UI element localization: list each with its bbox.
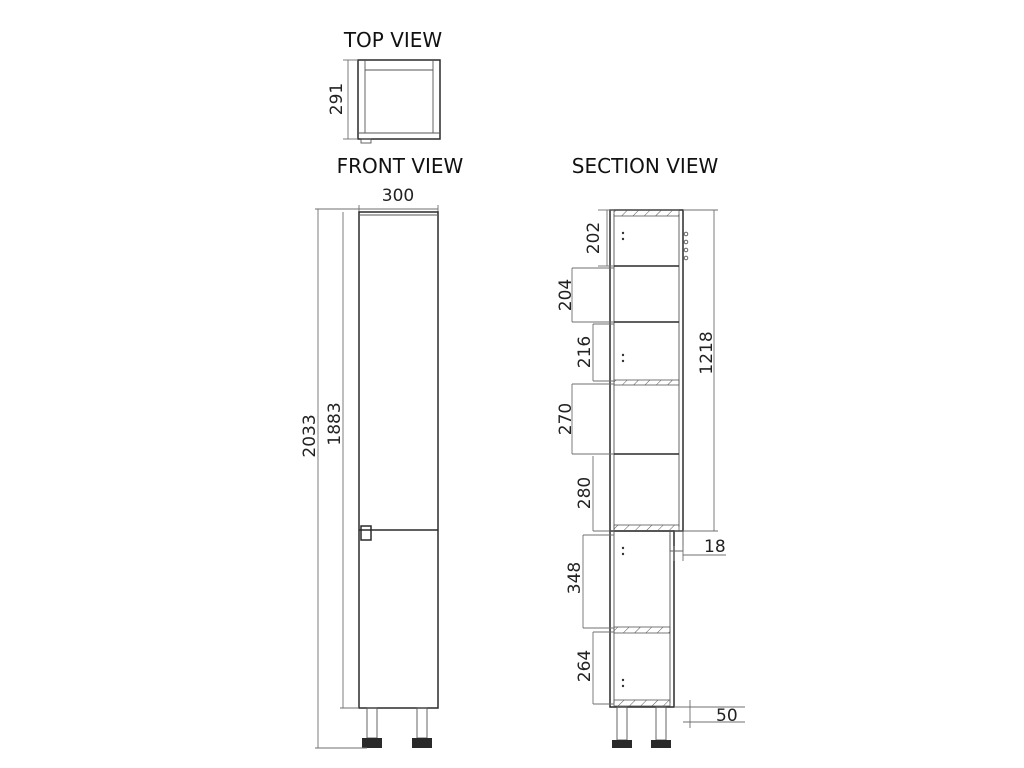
- hinge-hole-markers: [621, 231, 689, 688]
- upper-height-dimension: 1218: [683, 209, 718, 532]
- top-depth-dimension: 291: [327, 59, 358, 140]
- compartment-3-label: 216: [575, 336, 595, 368]
- upper-height-label: 1218: [697, 331, 717, 374]
- cabinet-front: [358, 211, 439, 709]
- front-body-height-label: 1883: [325, 402, 345, 445]
- front-width-label: 300: [382, 186, 414, 206]
- compartment-4-label: 270: [556, 403, 576, 435]
- top-depth-label: 291: [327, 83, 347, 115]
- compartment-5-label: 280: [575, 477, 595, 509]
- door-handle: [360, 525, 372, 541]
- plinth-label: 50: [716, 706, 738, 726]
- top-view-outline: [357, 59, 441, 144]
- section-legs: [612, 706, 671, 748]
- compartment-1-label: 202: [584, 222, 604, 254]
- compartment-6-label: 348: [565, 562, 585, 594]
- top-view-title: TOP VIEW: [343, 28, 443, 52]
- section-view-title: SECTION VIEW: [572, 154, 719, 178]
- front-overall-height-dimension: 2033: [300, 208, 367, 749]
- front-width-dimension: 300: [358, 186, 439, 213]
- front-overall-height-label: 2033: [300, 414, 320, 457]
- plinth-dimension: 50: [674, 700, 745, 728]
- top-view: TOP VIEW 291: [327, 28, 443, 144]
- setback-dimension: 18: [673, 537, 726, 561]
- section-view: SECTION VIEW: [556, 154, 745, 748]
- front-view: FRONT VIEW 300 2033 1: [300, 154, 464, 749]
- compartment-7-label: 264: [575, 650, 595, 682]
- front-legs: [362, 707, 432, 748]
- front-body-height-dimension: 1883: [325, 212, 359, 709]
- front-view-title: FRONT VIEW: [337, 154, 464, 178]
- compartment-2-label: 204: [556, 279, 576, 311]
- cabinet-section: [609, 209, 689, 708]
- compartment-dimensions: 202 204 216 270 280 348 264: [556, 209, 614, 705]
- setback-label: 18: [704, 537, 726, 557]
